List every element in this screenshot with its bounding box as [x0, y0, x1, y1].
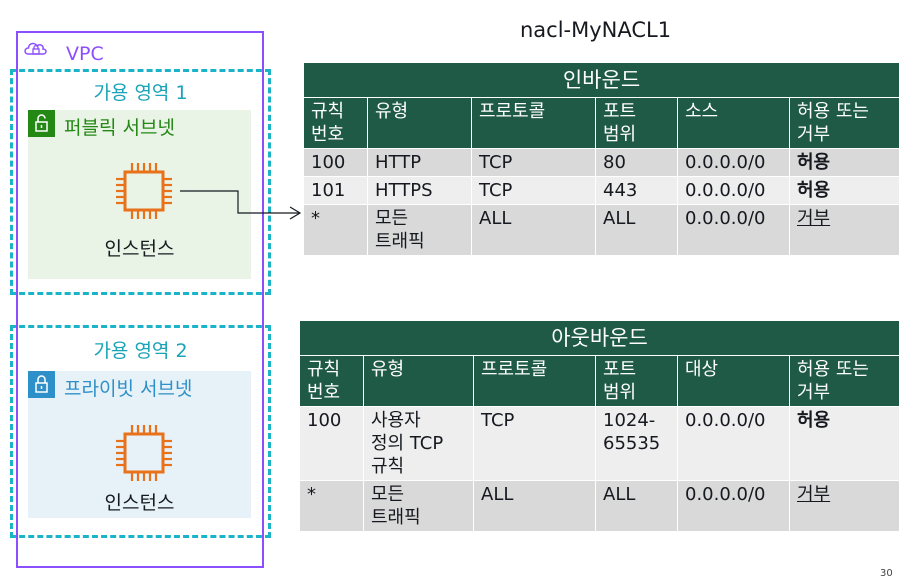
rule-source: 0.0.0.0/0 — [677, 148, 790, 177]
vpc-label: VPC — [66, 43, 104, 65]
column-header: 소스 — [677, 97, 790, 149]
locked-padlock-icon — [28, 371, 55, 398]
rule-action: 거부 — [789, 204, 900, 256]
rule-protocol: TCP — [471, 176, 596, 205]
rule-type: HTTP — [367, 148, 472, 177]
rule-protocol: ALL — [473, 480, 596, 532]
rule-type: 모든 트래픽 — [363, 480, 474, 532]
page-number: 30 — [880, 568, 893, 578]
private-subnet-label: 프라이빗 서브넷 — [64, 378, 193, 400]
availability-zone-2: 가용 영역 2 — [10, 325, 271, 538]
column-header: 유형 — [367, 97, 472, 149]
outbound-column-headers: 규칙 번호 유형 프로토콜 포트 범위 대상 허용 또는 거부 — [299, 355, 901, 407]
rule-protocol: TCP — [473, 406, 596, 481]
column-header: 허용 또는 거부 — [789, 97, 900, 149]
inbound-rules-table: 인바운드 규칙 번호 유형 프로토콜 포트 범위 소스 허용 또는 거부 100… — [303, 62, 900, 256]
table-row: 100 사용자 정의 TCP 규칙 TCP 1024- 65535 0.0.0.… — [299, 406, 901, 481]
column-header: 대상 — [677, 355, 790, 407]
rule-port-range: ALL — [595, 204, 678, 256]
availability-zone-1: 가용 영역 1 — [10, 69, 271, 295]
rule-number: 101 — [303, 176, 368, 205]
rule-port-range: 1024- 65535 — [595, 406, 678, 481]
rule-source: 0.0.0.0/0 — [677, 204, 790, 256]
ec2-chip-icon — [116, 163, 172, 219]
rule-action: 거부 — [788, 480, 901, 532]
rule-destination: 0.0.0.0/0 — [677, 406, 790, 481]
column-header: 규칙 번호 — [299, 355, 364, 407]
rule-number: 100 — [303, 148, 368, 177]
rule-protocol: ALL — [471, 204, 596, 256]
nacl-title: nacl-MyNACL1 — [520, 18, 672, 42]
instance-label-1: 인스턴스 — [104, 238, 175, 260]
rule-port-range: 443 — [595, 176, 678, 205]
table-row: * 모든 트래픽 ALL ALL 0.0.0.0/0 거부 — [303, 204, 900, 256]
ec2-chip-icon — [116, 425, 172, 481]
rule-action: 허용 — [789, 148, 900, 177]
table-row: * 모든 트래픽 ALL ALL 0.0.0.0/0 거부 — [299, 480, 901, 532]
table-row: 101 HTTPS TCP 443 0.0.0.0/0 허용 — [303, 176, 900, 205]
cloud-lock-icon — [22, 37, 50, 59]
instance-label-2: 인스턴스 — [104, 492, 175, 514]
column-header: 규칙 번호 — [303, 97, 368, 149]
rule-type: 사용자 정의 TCP 규칙 — [363, 406, 474, 481]
rule-number: * — [303, 204, 368, 256]
rule-port-range: ALL — [595, 480, 678, 532]
availability-zone-2-title: 가용 영역 2 — [93, 340, 188, 362]
column-header: 허용 또는 거부 — [788, 355, 901, 407]
rule-number: 100 — [299, 406, 364, 481]
inbound-column-headers: 규칙 번호 유형 프로토콜 포트 범위 소스 허용 또는 거부 — [303, 97, 900, 149]
outbound-rules-table: 아웃바운드 규칙 번호 유형 프로토콜 포트 범위 대상 허용 또는 거부 10… — [298, 320, 901, 532]
unlocked-padlock-icon — [28, 110, 55, 137]
inbound-title: 인바운드 — [303, 62, 900, 98]
rule-source: 0.0.0.0/0 — [677, 176, 790, 205]
rule-number: * — [299, 480, 364, 532]
column-header: 포트 범위 — [595, 355, 678, 407]
rule-action: 허용 — [788, 406, 901, 481]
outbound-title: 아웃바운드 — [298, 320, 901, 356]
private-subnet: 프라이빗 서브넷 — [28, 371, 251, 518]
vpc-container: VPC — [16, 31, 264, 568]
table-row: 100 HTTP TCP 80 0.0.0.0/0 허용 — [303, 148, 900, 177]
rule-destination: 0.0.0.0/0 — [677, 480, 790, 532]
availability-zone-1-title: 가용 영역 1 — [93, 82, 188, 104]
rule-action: 허용 — [789, 176, 900, 205]
rule-type: 모든 트래픽 — [367, 204, 472, 256]
column-header: 프로토콜 — [471, 97, 596, 149]
column-header: 포트 범위 — [595, 97, 678, 149]
rule-port-range: 80 — [595, 148, 678, 177]
rule-type: HTTPS — [367, 176, 472, 205]
rule-protocol: TCP — [471, 148, 596, 177]
column-header: 유형 — [363, 355, 474, 407]
public-subnet-label: 퍼블릭 서브넷 — [64, 117, 175, 139]
column-header: 프로토콜 — [473, 355, 596, 407]
